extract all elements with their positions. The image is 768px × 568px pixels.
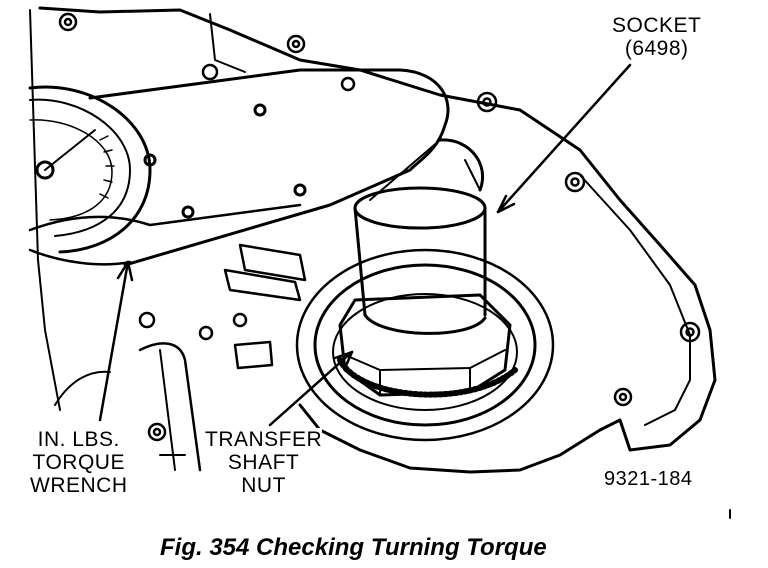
transfer-shaft-nut-callout-line2: SHAFT — [227, 451, 300, 474]
socket-leader-arrow — [496, 194, 516, 214]
case-left-edge — [29, 9, 61, 411]
transfer-shaft-nut-callout: TRANSFER SHAFT NUT — [205, 428, 323, 497]
torque-wrench-beam — [28, 68, 450, 267]
case-outline — [38, 6, 717, 474]
socket-callout: SOCKET (6498) — [612, 14, 701, 60]
figure-caption: Fig. 354 Checking Turning Torque — [160, 534, 547, 561]
torque-dial — [28, 85, 152, 254]
wrench-leader — [98, 260, 130, 422]
case-inner-edge — [579, 174, 691, 426]
transfer-shaft-nut-callout-line3: NUT — [241, 474, 286, 497]
case-lower-features — [54, 243, 307, 472]
torque-wrench-callout-line1: IN. LBS. — [37, 428, 120, 451]
bearing-rings — [295, 248, 555, 442]
torque-wrench-callout-line3: WRENCH — [30, 474, 128, 497]
socket-leader — [496, 63, 632, 214]
socket-callout-line2: (6498) — [624, 37, 689, 60]
figure-number: 9321-184 — [604, 468, 693, 490]
transfer-shaft-nut-callout-line1: TRANSFER — [205, 428, 323, 451]
leader-lines — [98, 63, 632, 427]
nut-leader-arrow — [333, 350, 354, 370]
wrench-leader-arrow — [116, 260, 134, 282]
torque-wrench-callout-line2: TORQUE — [32, 451, 125, 474]
nut-leader — [268, 350, 354, 427]
socket-callout-line1: SOCKET — [612, 14, 702, 37]
case-flange-top — [209, 13, 246, 73]
torque-wrench-callout: IN. LBS. TORQUE WRENCH — [30, 428, 128, 497]
bolt-hole-group — [58, 12, 701, 442]
